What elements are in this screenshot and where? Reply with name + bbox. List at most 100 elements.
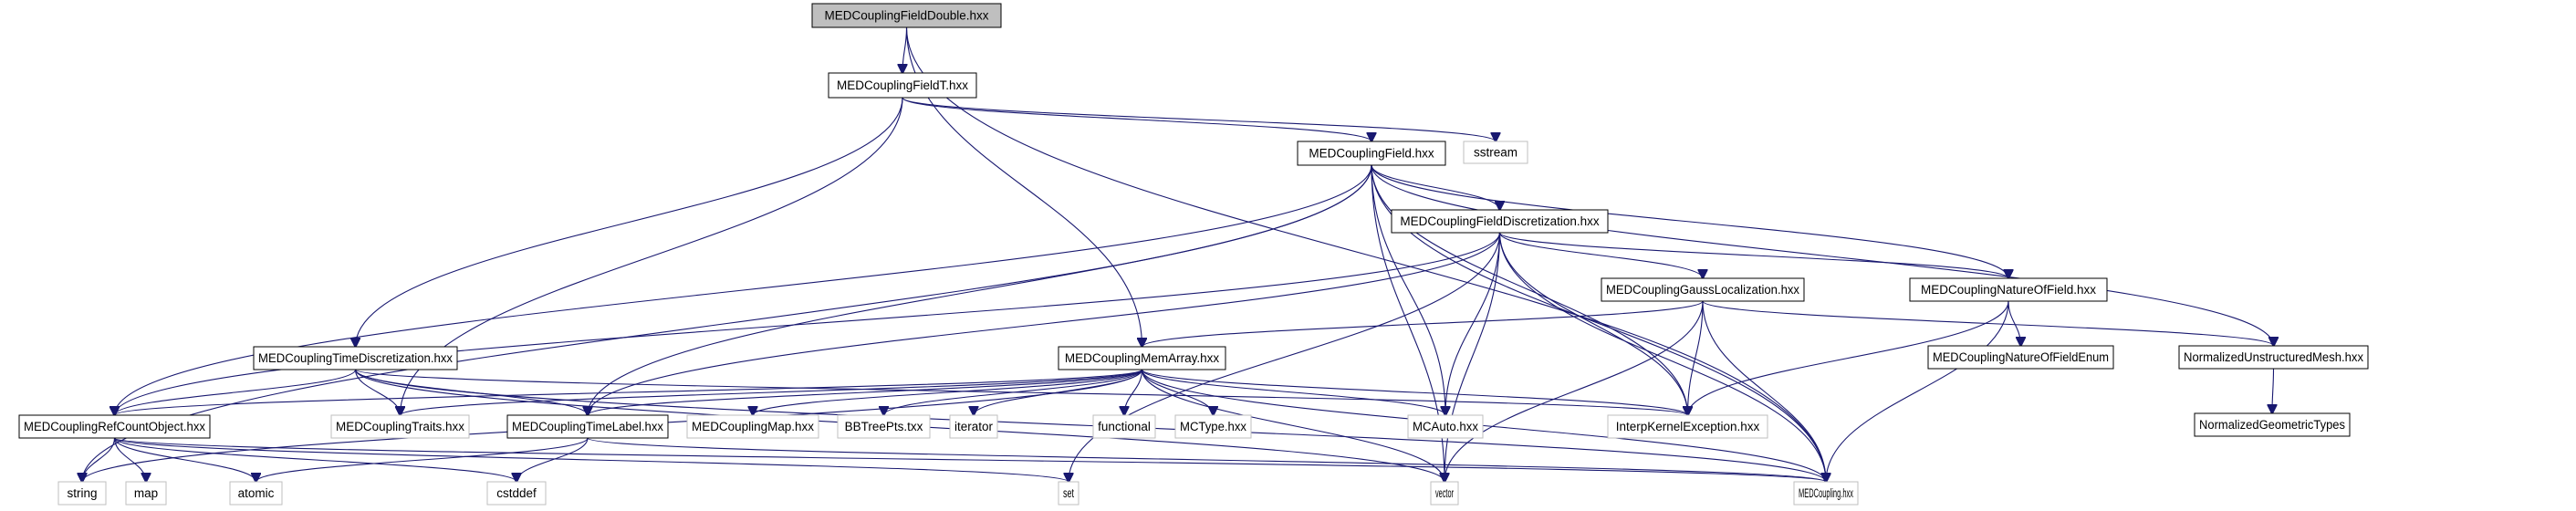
edge-fielddisc-to-set <box>1069 232 1501 482</box>
edge-timelabel-to-medcoupling <box>587 437 1826 482</box>
edge-refcount-to-cstddef <box>113 437 517 482</box>
node-mcauto: MCAuto.hxx <box>1407 414 1484 439</box>
node-box-natureenum[interactable] <box>1927 345 2114 370</box>
node-refcount[interactable]: MEDCouplingRefCountObject.hxx <box>18 414 211 439</box>
node-label-natureenum: MEDCouplingNatureOfFieldEnum <box>1933 350 2109 364</box>
node-label-sstream: sstream <box>1474 146 1517 160</box>
node-sstream: sstream <box>1463 141 1528 164</box>
node-box-natureoffield[interactable] <box>1909 277 2108 302</box>
node-box-refcount[interactable] <box>18 414 211 439</box>
node-box-fieldt[interactable] <box>828 72 977 99</box>
node-box-fielddouble[interactable] <box>811 3 1002 28</box>
edge-field-to-natureoffield <box>1371 164 2008 278</box>
node-label-bbtree: BBTreePts.txx <box>845 420 923 433</box>
edge-field-to-unstructmesh <box>1371 164 2274 346</box>
node-unstructmesh[interactable]: NormalizedUnstructuredMesh.hxx <box>2178 345 2369 370</box>
node-cstddef: cstddef <box>486 481 547 506</box>
edge-memarray-to-interpexc <box>1141 369 1688 415</box>
node-label-timedisc: MEDCouplingTimeDiscretization.hxx <box>258 351 453 365</box>
node-label-map_hxx: MEDCouplingMap.hxx <box>692 420 814 433</box>
node-fielddisc[interactable]: MEDCouplingFieldDiscretization.hxx <box>1391 209 1609 234</box>
node-box-field[interactable] <box>1297 141 1446 166</box>
node-label-string: string <box>67 486 97 500</box>
edge-fieldt-to-sstream <box>902 97 1496 141</box>
node-timedisc[interactable]: MEDCouplingTimeDiscretization.hxx <box>253 346 458 370</box>
edge-fielddisc-to-mcauto <box>1445 232 1501 415</box>
node-mctype: MCType.hxx <box>1174 414 1252 439</box>
edge-field-to-interpexc <box>1371 164 1688 415</box>
node-box-gaussloc[interactable] <box>1601 277 1805 302</box>
node-label-natureoffield: MEDCouplingNatureOfField.hxx <box>1921 283 2096 297</box>
node-label-vector: vector <box>1435 486 1454 500</box>
node-box-timelabel[interactable] <box>506 414 669 439</box>
nodes-layer: MEDCouplingFieldDouble.hxxMEDCouplingFie… <box>18 3 2369 506</box>
node-box-traits <box>330 414 470 439</box>
node-label-mctype: MCType.hxx <box>1180 420 1246 433</box>
node-memarray[interactable]: MEDCouplingMemArray.hxx <box>1058 346 1226 370</box>
edge-fieldt-to-field <box>902 97 1371 141</box>
edge-fielddisc-to-refcount <box>115 232 1501 415</box>
node-label-mcauto: MCAuto.hxx <box>1413 420 1478 433</box>
edge-fielddouble-to-fieldt <box>902 26 907 73</box>
node-medcoupling: MEDCoupling.hxx <box>1793 481 1859 506</box>
edge-memarray-to-mcauto <box>1141 369 1446 415</box>
node-box-mctype <box>1174 414 1252 439</box>
node-box-string <box>57 481 107 506</box>
edge-gaussloc-to-unstructmesh <box>1702 300 2274 346</box>
edge-fielddisc-to-vector <box>1444 232 1501 482</box>
node-box-map_hxx <box>686 414 819 439</box>
node-label-iterator: iterator <box>954 420 993 433</box>
node-string: string <box>57 481 107 506</box>
node-iterator: iterator <box>949 414 998 439</box>
node-map: map <box>125 481 167 506</box>
edge-memarray-to-medcoupling <box>1141 369 1827 482</box>
node-gaussloc[interactable]: MEDCouplingGaussLocalization.hxx <box>1601 277 1805 302</box>
node-label-fielddouble: MEDCouplingFieldDouble.hxx <box>824 9 988 23</box>
node-label-timelabel: MEDCouplingTimeLabel.hxx <box>512 420 663 433</box>
node-box-memarray[interactable] <box>1058 346 1226 370</box>
node-label-gaussloc: MEDCouplingGaussLocalization.hxx <box>1606 283 1799 297</box>
node-box-timedisc[interactable] <box>253 346 458 370</box>
node-timelabel[interactable]: MEDCouplingTimeLabel.hxx <box>506 414 669 439</box>
node-box-sstream <box>1463 141 1528 164</box>
node-natureoffield[interactable]: MEDCouplingNatureOfField.hxx <box>1909 277 2108 302</box>
node-box-iterator <box>949 414 998 439</box>
edge-fielddouble-to-medcoupling <box>905 26 1827 482</box>
edge-gaussloc-to-medcoupling <box>1702 300 1826 482</box>
node-label-atomic: atomic <box>238 486 275 500</box>
node-box-vector <box>1430 481 1459 506</box>
node-box-medcoupling <box>1793 481 1859 506</box>
edge-refcount-to-map <box>113 437 147 482</box>
node-label-fieldt: MEDCouplingFieldT.hxx <box>837 78 968 92</box>
edge-memarray-to-traits <box>401 369 1143 415</box>
edge-fielddisc-to-natureoffield <box>1498 232 2009 278</box>
node-atomic: atomic <box>229 481 283 506</box>
node-natureenum[interactable]: MEDCouplingNatureOfFieldEnum <box>1927 345 2114 370</box>
edge-field-to-fielddisc <box>1371 164 1500 210</box>
edge-timedisc-to-interpexc <box>354 369 1688 415</box>
edge-field-to-timelabel <box>588 164 1372 415</box>
node-vector: vector <box>1430 481 1459 506</box>
edge-fielddisc-to-timelabel <box>588 232 1501 415</box>
node-fielddouble[interactable]: MEDCouplingFieldDouble.hxx <box>811 3 1002 28</box>
node-label-medcoupling: MEDCoupling.hxx <box>1799 486 1853 500</box>
node-geomtypes[interactable]: NormalizedGeometricTypes <box>2194 412 2351 437</box>
edge-memarray-to-mctype <box>1141 369 1214 415</box>
node-field[interactable]: MEDCouplingField.hxx <box>1297 141 1446 166</box>
node-box-unstructmesh[interactable] <box>2178 345 2369 370</box>
edge-memarray-to-refcount <box>115 369 1143 415</box>
node-fieldt[interactable]: MEDCouplingFieldT.hxx <box>828 72 977 99</box>
edge-gaussloc-to-interpexc <box>1688 300 1704 415</box>
node-box-map <box>125 481 167 506</box>
node-box-functional <box>1092 414 1156 439</box>
edge-timelabel-to-cstddef <box>516 437 589 482</box>
node-label-cstddef: cstddef <box>496 486 537 500</box>
node-box-geomtypes[interactable] <box>2194 412 2351 437</box>
edge-natureoffield-to-interpexc <box>1688 300 2009 415</box>
node-box-fielddisc[interactable] <box>1391 209 1609 234</box>
edge-fieldt-to-timedisc <box>356 97 903 347</box>
node-label-memarray: MEDCouplingMemArray.hxx <box>1065 351 1220 365</box>
node-label-functional: functional <box>1098 420 1151 433</box>
edge-timedisc-to-refcount <box>115 369 357 415</box>
